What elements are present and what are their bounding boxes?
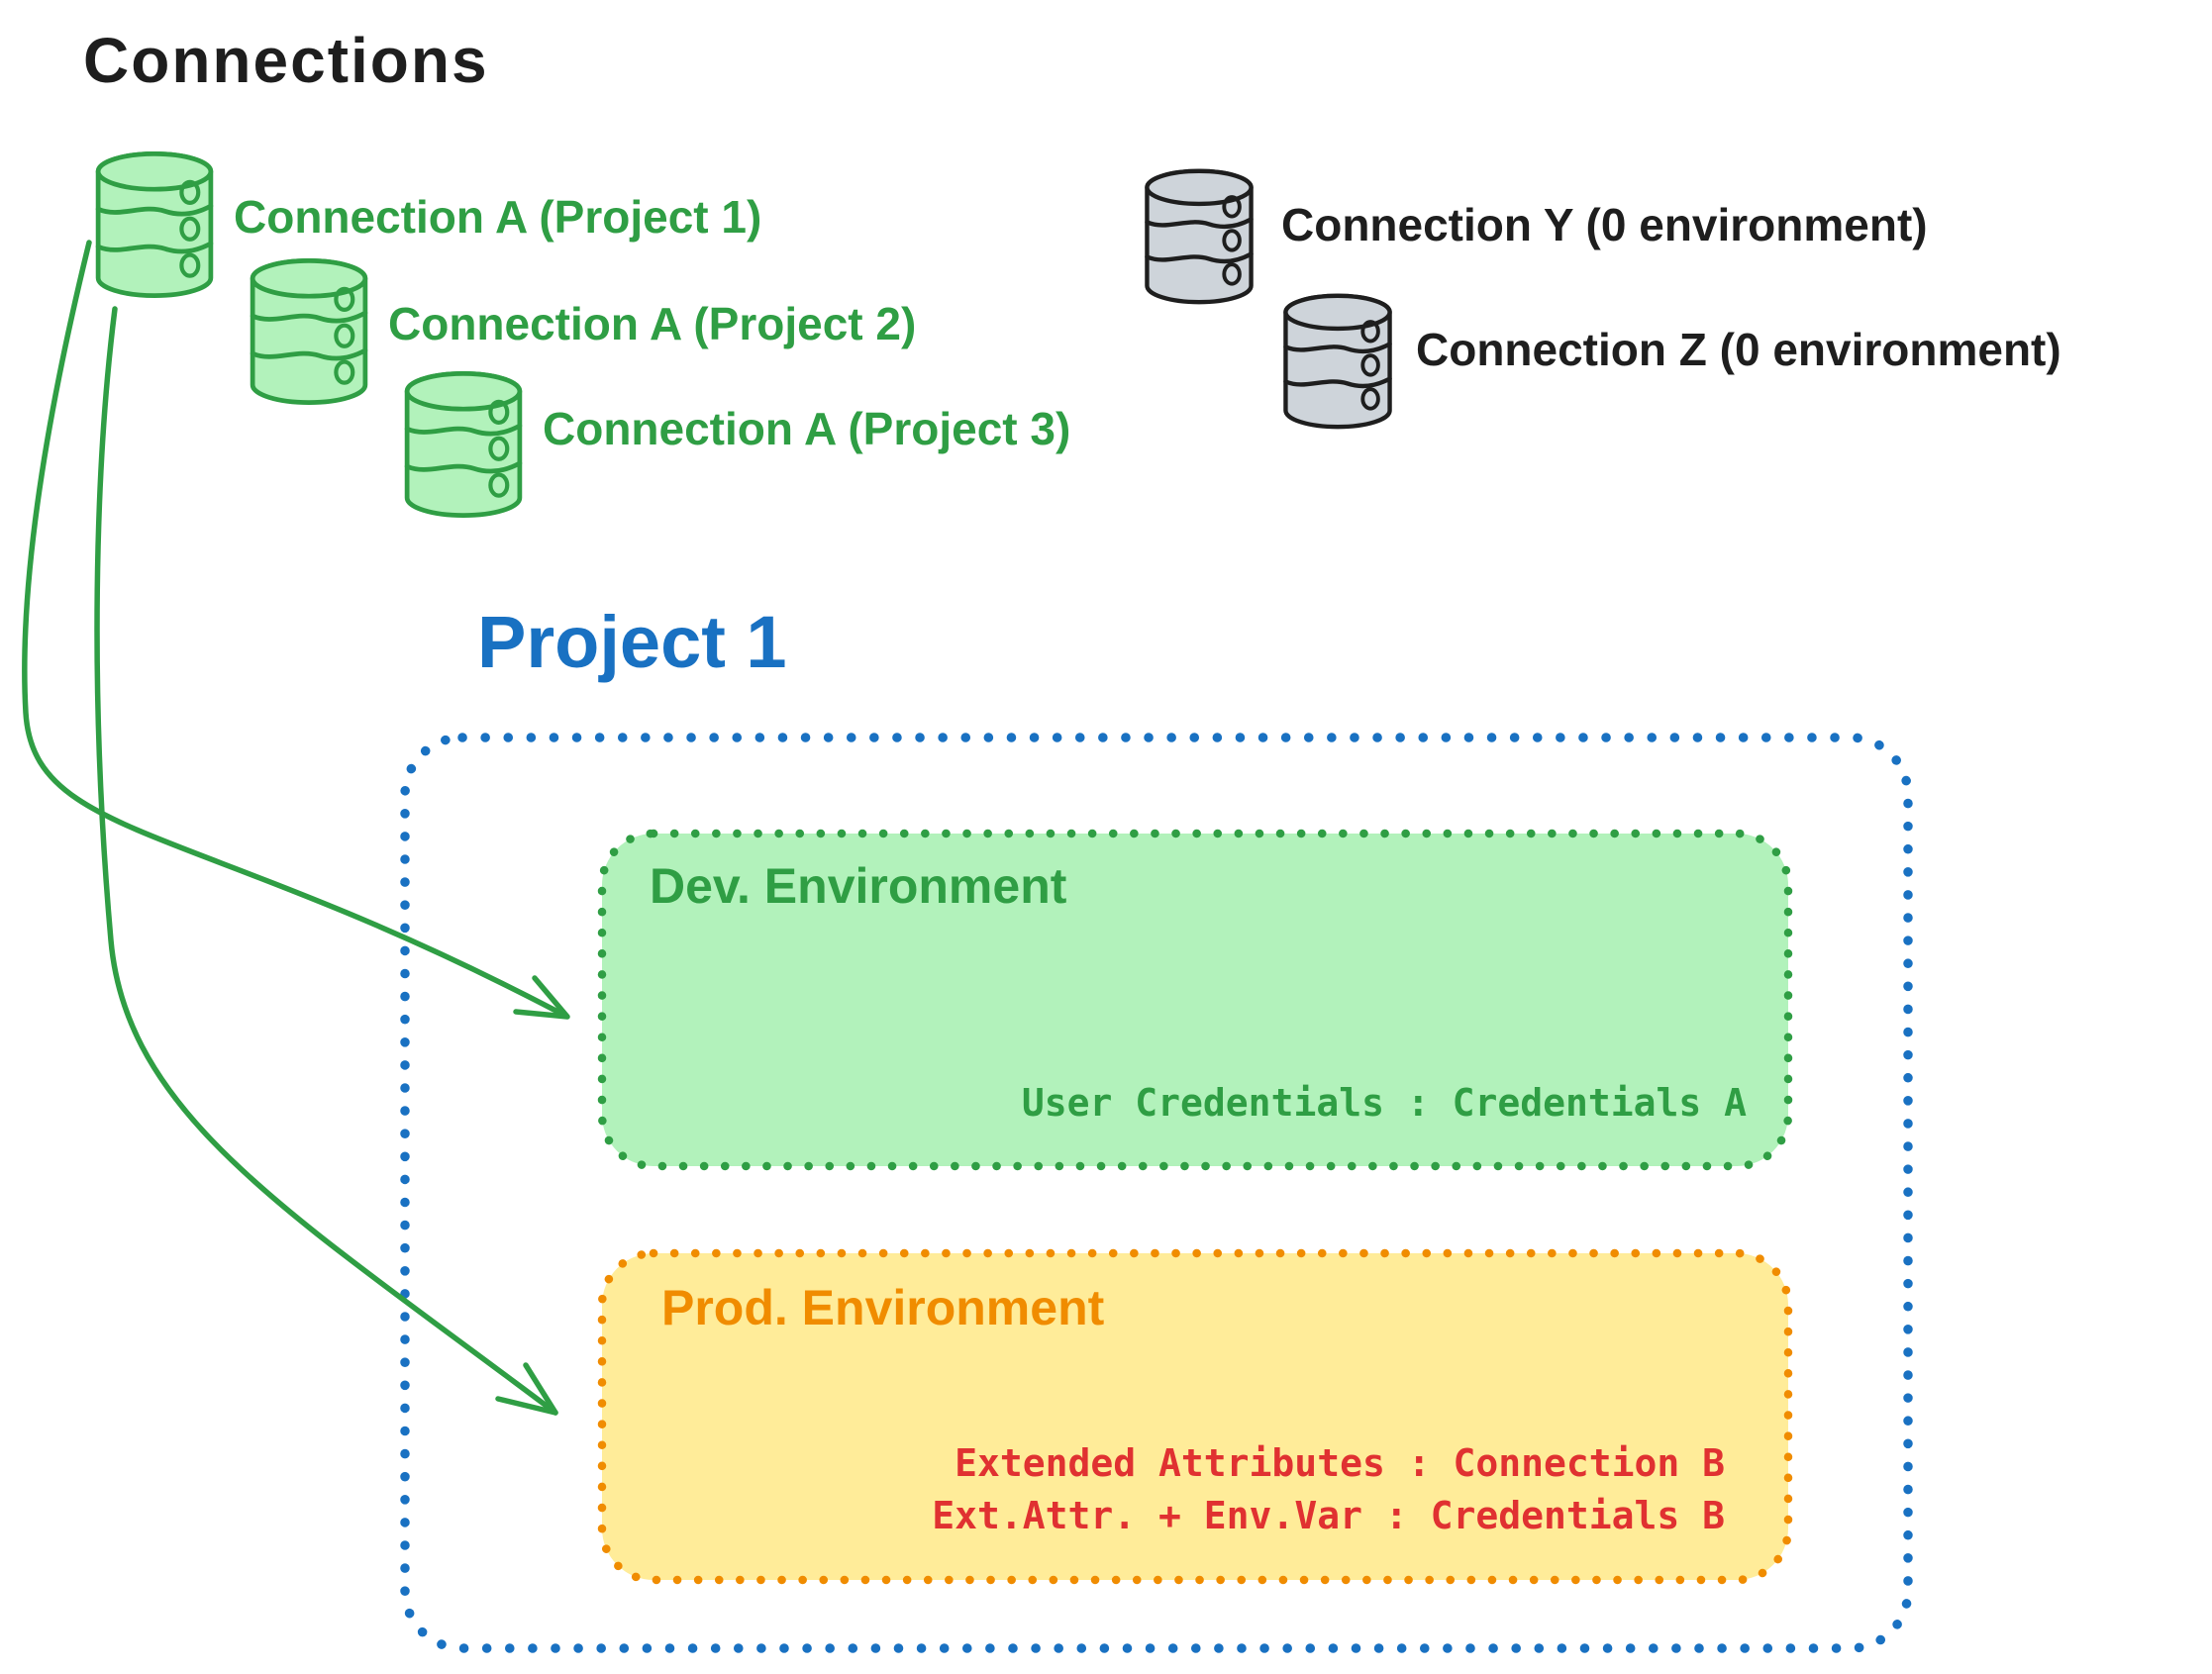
- dev-environment-box: [597, 829, 1793, 1171]
- database-icon: [246, 253, 372, 410]
- prod-environment-box: [597, 1248, 1793, 1585]
- connection-z-label: Connection Z (0 environment): [1416, 324, 2061, 375]
- database-icon: [1279, 289, 1396, 434]
- connection-y-label: Connection Y (0 environment): [1281, 199, 1928, 250]
- prod-mapping-line: Ext.Attr. + Env.Var : Credentials B: [932, 1494, 1725, 1537]
- database-icon: [1141, 164, 1257, 309]
- dev-environment-title: Dev. Environment: [650, 858, 1067, 914]
- diagram-title: Connections: [83, 25, 489, 96]
- database-icon: [91, 147, 218, 303]
- database-icon: [400, 366, 527, 523]
- dev-credentials-mapping: User Credentials : Credentials A: [1021, 1081, 1747, 1125]
- connection-a-project-1-label: Connection A (Project 1): [234, 191, 762, 243]
- prod-credentials-mappings: Extended Attributes : Connection B Ext.A…: [871, 1437, 1725, 1542]
- prod-mapping-line: Extended Attributes : Connection B: [955, 1441, 1725, 1485]
- prod-environment-title: Prod. Environment: [661, 1280, 1105, 1335]
- connection-a-project-3-label: Connection A (Project 3): [543, 403, 1071, 454]
- connection-a-project-2-label: Connection A (Project 2): [388, 298, 917, 349]
- project-title: Project 1: [477, 601, 787, 683]
- project-1-container-box: [400, 733, 1913, 1653]
